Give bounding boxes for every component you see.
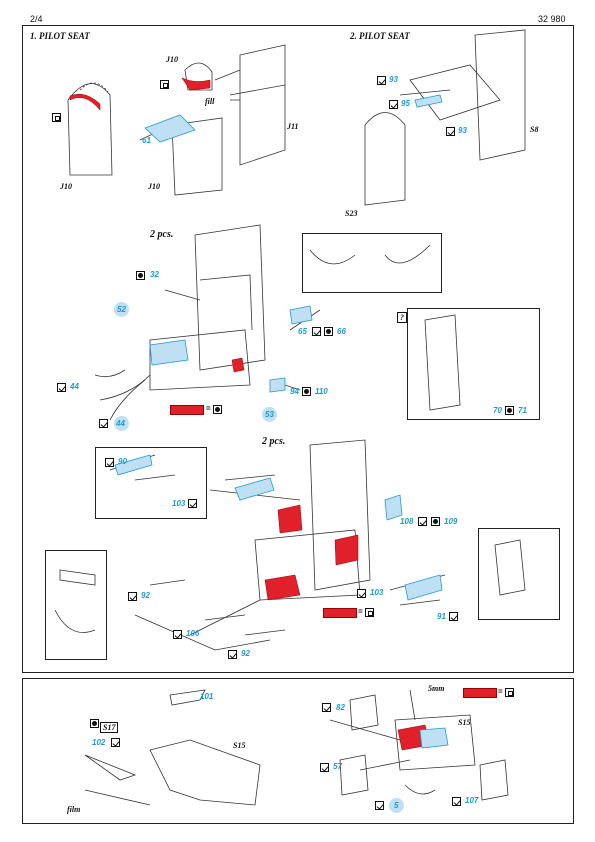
part-number: 92 [141, 591, 150, 600]
part-number: 57 [333, 762, 342, 771]
part-number: 94 [290, 387, 299, 396]
main-instruction-frame [22, 25, 574, 673]
label-s15-a: S15 [233, 741, 246, 750]
check-icon [389, 100, 398, 109]
check-icon [57, 383, 66, 392]
paint-swatch-2 [323, 608, 357, 618]
check-icon [128, 592, 137, 601]
part-number: 53 [265, 410, 274, 419]
mask-icon [160, 80, 169, 89]
check-icon [375, 801, 384, 810]
kit-code: 32 980 [538, 14, 566, 24]
part-number: 93 [389, 75, 398, 84]
part-number: 91 [437, 612, 446, 621]
part-number: 82 [336, 703, 345, 712]
note-5mm: 5mm [428, 684, 445, 693]
label-j10-a: J10 [166, 55, 178, 64]
part-number: 95 [401, 99, 410, 108]
part-number: 107 [465, 796, 479, 805]
paint-icon [302, 387, 311, 396]
part-number: 32 [150, 270, 159, 279]
paint-icon [324, 327, 333, 336]
detail-box-right-inset [478, 528, 560, 620]
part-number: 71 [518, 406, 527, 415]
detail-box-seat-harness [302, 233, 442, 293]
check-icon [105, 458, 114, 467]
paint-swatch-3 [463, 688, 497, 698]
label-j10-c: J10 [148, 182, 160, 191]
page-number: 2/4 [30, 14, 43, 24]
check-icon [322, 703, 331, 712]
check-icon [320, 763, 329, 772]
part-number: 44 [70, 382, 79, 391]
part-callout [114, 416, 129, 431]
check-icon [418, 517, 427, 526]
part-number: 103 [370, 588, 384, 597]
check-icon [188, 499, 197, 508]
label-s17: S17 [100, 722, 119, 733]
part-number: 5 [394, 801, 399, 810]
paint-icon [136, 271, 145, 280]
paint-icon [213, 405, 222, 414]
section-title-pilot-seat-1: 1. PILOT SEAT [30, 31, 90, 41]
equals-sign: = [206, 404, 211, 413]
paint-icon [90, 719, 99, 728]
note-2-pcs-b: 2 pcs. [262, 436, 286, 447]
check-icon [377, 76, 386, 85]
label-s8: S8 [530, 125, 539, 134]
note-question: ? [397, 312, 407, 323]
part-number: 90 [118, 457, 127, 466]
part-number: 44 [116, 419, 125, 428]
check-icon [173, 630, 182, 639]
part-number: 101 [200, 692, 214, 701]
part-number: 61 [142, 136, 151, 145]
part-callout [262, 407, 277, 422]
part-callout [389, 798, 404, 813]
paint-icon [431, 517, 440, 526]
part-number: 110 [315, 387, 328, 396]
part-number: 52 [117, 305, 126, 314]
paint-swatch-1 [170, 405, 204, 415]
part-number: 92 [241, 649, 250, 658]
note-film: film [67, 805, 81, 814]
check-icon [452, 797, 461, 806]
mask-icon [52, 113, 61, 122]
part-number: 103 [172, 499, 186, 508]
equals-sign: = [498, 687, 503, 696]
check-icon [449, 612, 458, 621]
paint-icon [505, 406, 514, 415]
check-icon [99, 419, 108, 428]
mask-icon [505, 688, 514, 697]
check-icon [312, 327, 321, 336]
check-icon [111, 738, 120, 747]
label-s15-b: S15 [458, 718, 471, 727]
equals-sign: = [358, 607, 363, 616]
part-number: 102 [92, 738, 106, 747]
label-j11: J11 [287, 122, 299, 131]
check-icon [446, 127, 455, 136]
bottom-instruction-frame [22, 678, 574, 824]
part-number: 108 [400, 517, 414, 526]
mask-icon [365, 608, 374, 617]
part-number: 70 [493, 406, 502, 415]
detail-box-side-panel [407, 308, 540, 420]
section-title-pilot-seat-2: 2. PILOT SEAT [350, 31, 410, 41]
part-number: 65 [298, 327, 307, 336]
check-icon [228, 650, 237, 659]
part-callout [114, 302, 129, 317]
part-number: 66 [337, 327, 346, 336]
detail-box-left-inset [45, 550, 107, 660]
label-s23: S23 [345, 209, 358, 218]
label-j10-b: J10 [60, 182, 72, 191]
check-icon [357, 589, 366, 598]
part-number: 93 [458, 126, 467, 135]
note-2-pcs-a: 2 pcs. [150, 229, 174, 240]
part-number: 109 [444, 517, 458, 526]
detail-box-headrest [95, 447, 207, 519]
part-number: 106 [186, 629, 200, 638]
note-fill: fill [205, 97, 215, 106]
